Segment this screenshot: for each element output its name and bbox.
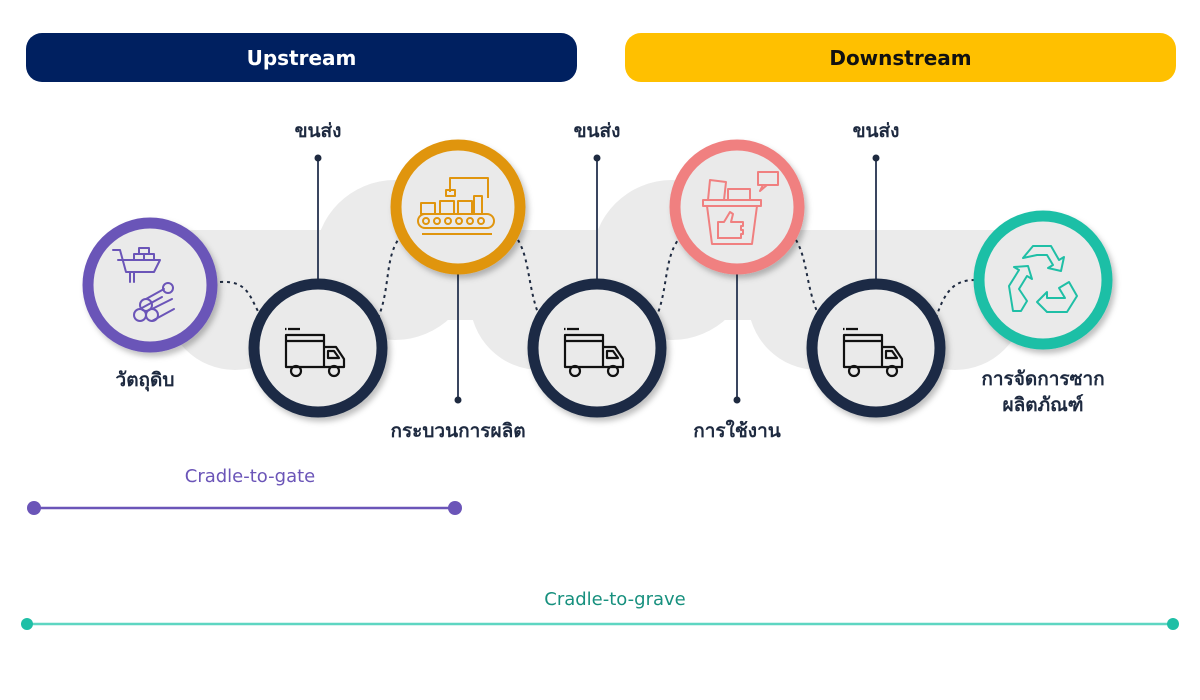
downstream-label: Downstream [829, 45, 972, 70]
cradle-to-grave-range [21, 618, 1179, 630]
dotted-connectors [219, 239, 976, 319]
connector [377, 239, 399, 319]
cradle-to-gate-label: Cradle-to-gate [184, 466, 316, 487]
upstream-label: Upstream [246, 45, 357, 70]
label-end-of-life-line1: การจัดการซาก [981, 368, 1105, 390]
connector [655, 239, 679, 319]
connector [219, 280, 263, 319]
wheelbarrow-logs-icon [112, 247, 175, 322]
recycle-icon [1008, 245, 1078, 313]
cradle-to-gate-end-dot [448, 501, 462, 515]
stage-end-of-life [973, 210, 1113, 350]
label-usage: การใช้งาน [693, 420, 781, 442]
label-transport-1: ขนส่ง [294, 120, 342, 142]
callout-lines [317, 158, 877, 400]
stage-transport-1 [248, 278, 388, 418]
cradle-to-gate-range [27, 501, 462, 515]
cradle-to-grave-start-dot [21, 618, 33, 630]
label-end-of-life: การจัดการซาก ผลิตภัณฑ์ [963, 366, 1123, 418]
stage-raw-material [82, 217, 218, 353]
truck-icon [284, 327, 346, 378]
stage-transport-2 [527, 278, 667, 418]
stage-transport-3 [806, 278, 946, 418]
upstream-header: Upstream [26, 33, 577, 82]
truck-icon [842, 327, 904, 378]
downstream-header: Downstream [625, 33, 1176, 82]
cradle-to-grave-label: Cradle-to-grave [544, 589, 686, 610]
connector [517, 239, 541, 319]
truck-icon [563, 327, 625, 378]
cradle-to-gate-start-dot [27, 501, 41, 515]
label-transport-2: ขนส่ง [573, 120, 621, 142]
cradle-to-grave-end-dot [1167, 618, 1179, 630]
connector [795, 239, 821, 319]
label-raw-material: วัตถุดิบ [115, 369, 175, 391]
product-basket-thumbs-up-icon [702, 171, 779, 245]
conveyor-factory-icon [417, 177, 495, 235]
label-transport-3: ขนส่ง [852, 120, 900, 142]
label-end-of-life-line2: ผลิตภัณฑ์ [1002, 394, 1084, 416]
label-production: กระบวนการผลิต [390, 420, 526, 442]
